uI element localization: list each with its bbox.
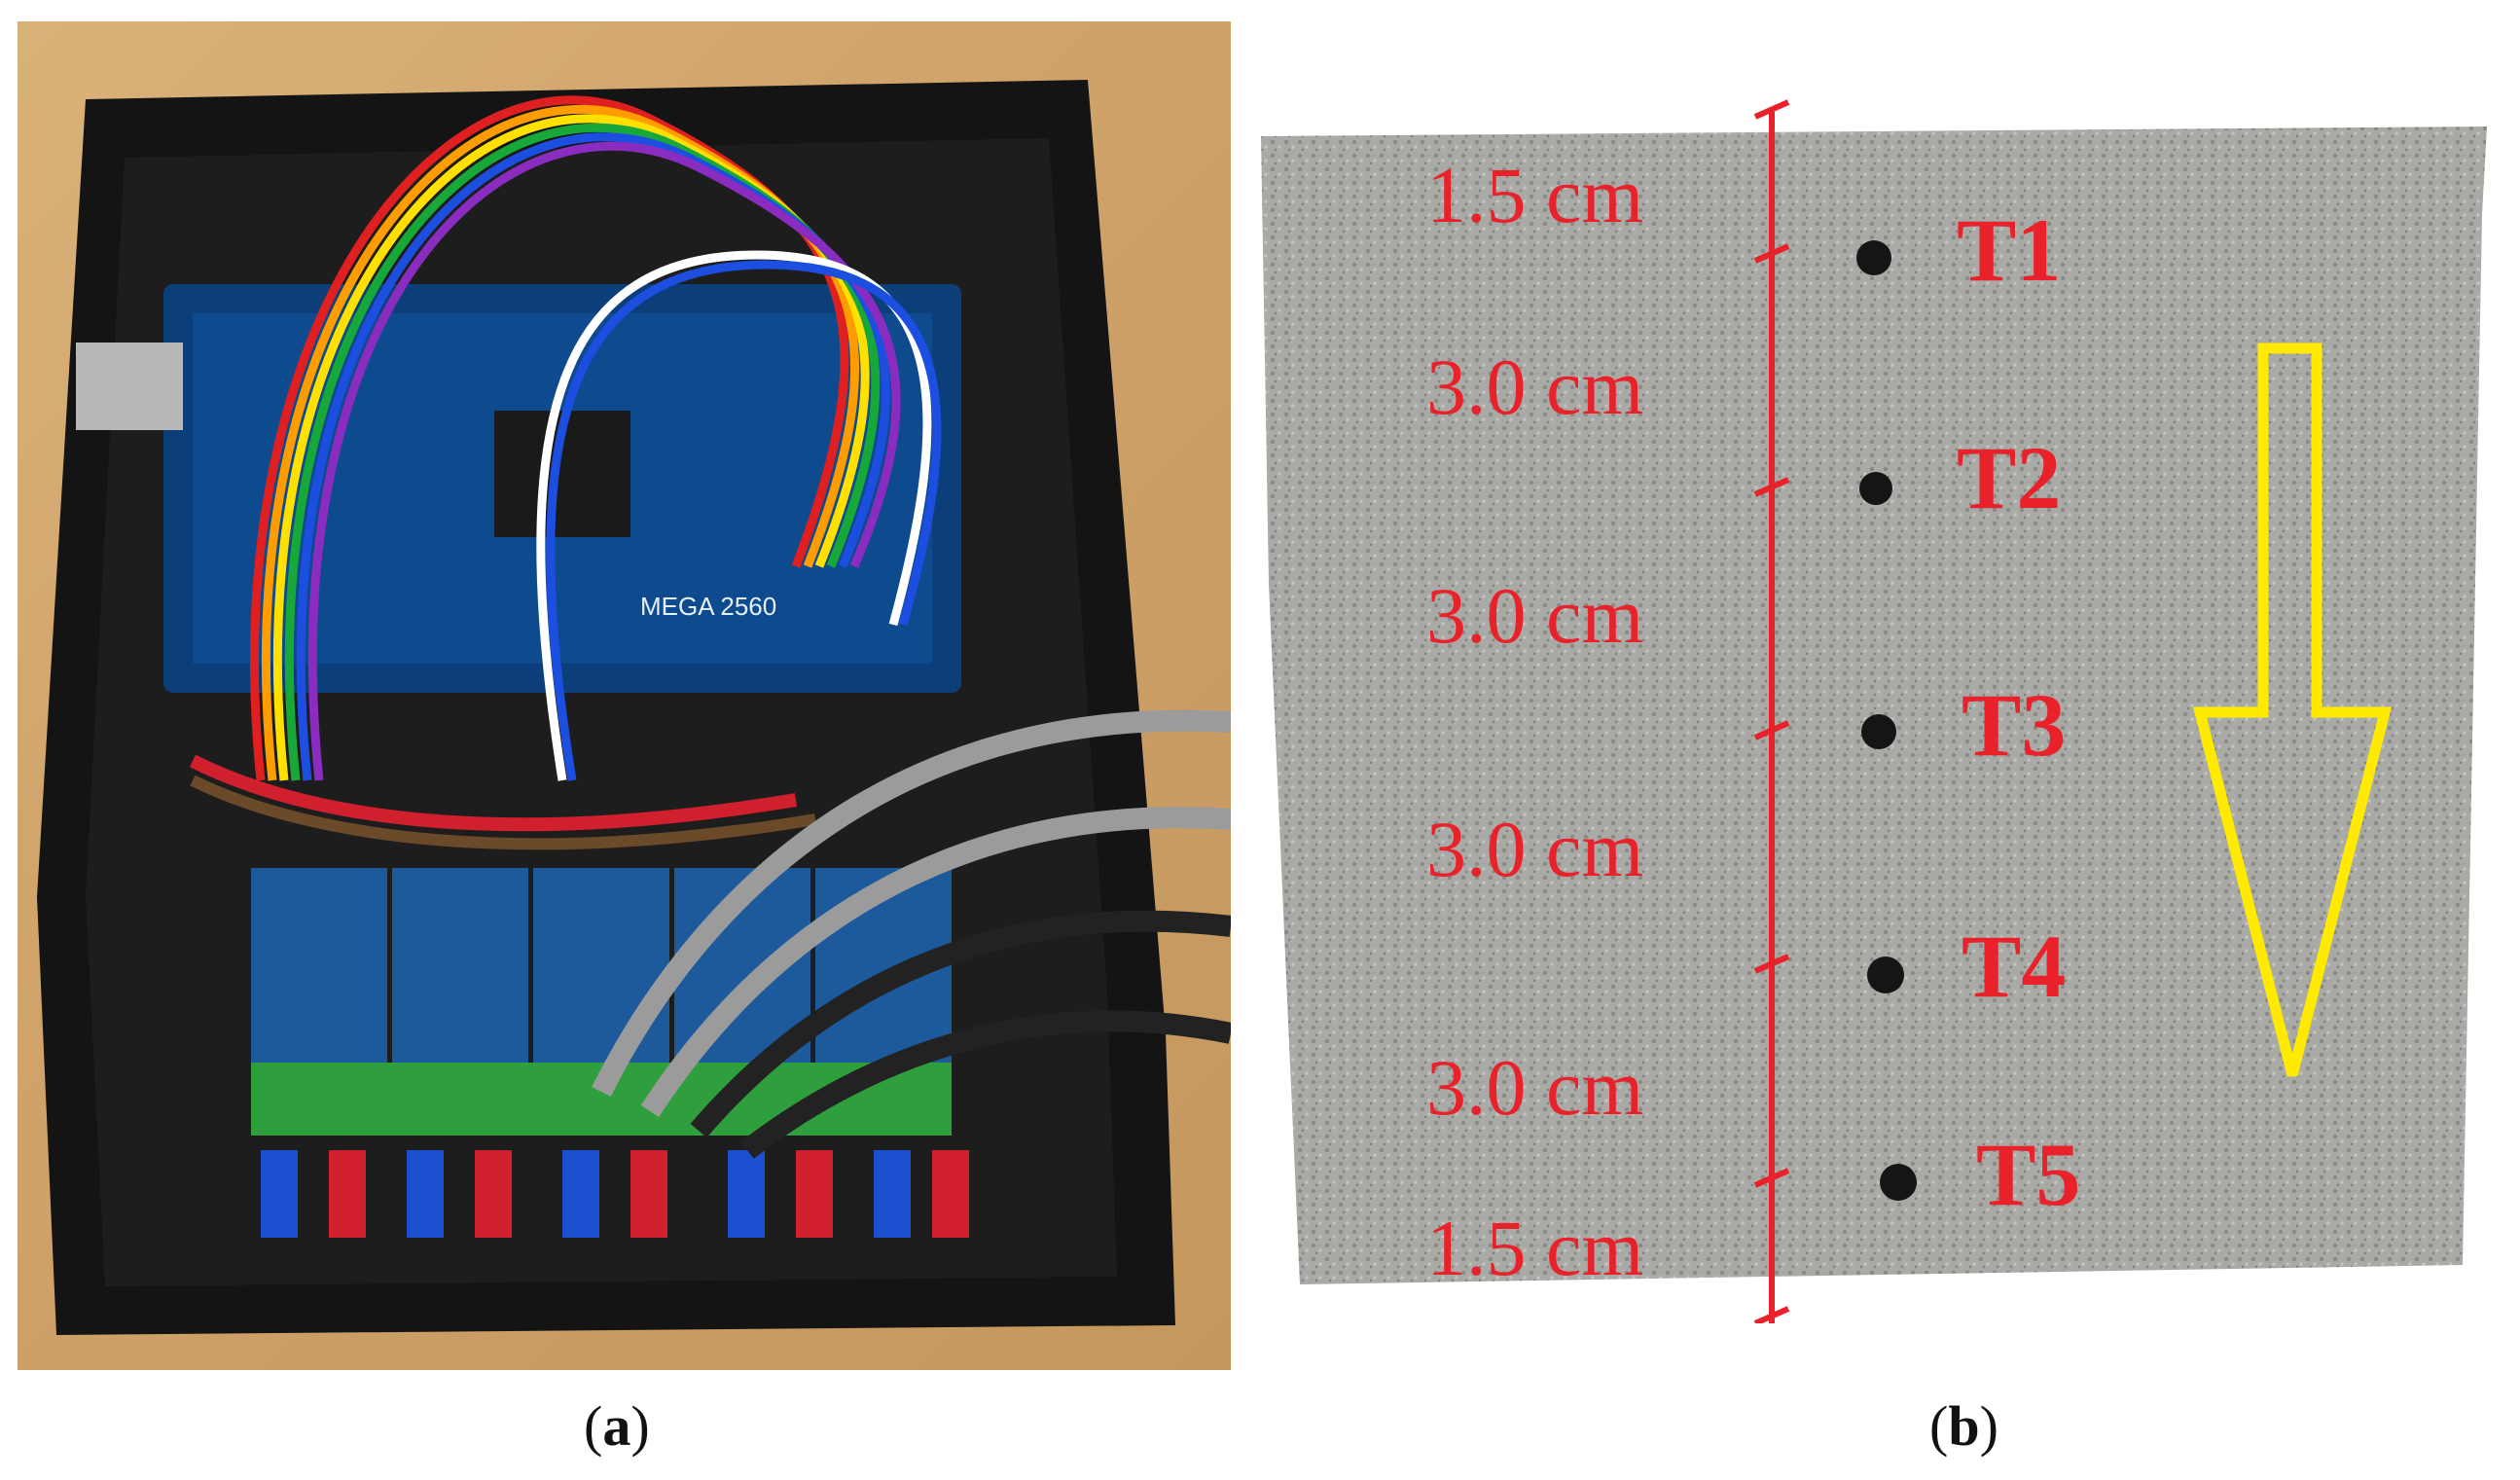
- dimension-label-4: 3.0 cm: [1426, 805, 1643, 893]
- thermocouple-label-1: T1: [1957, 200, 2061, 300]
- concrete-block-photo: 1.5 cm 3.0 cm 3.0 cm 3.0 cm 3.0 cm 1.5 c…: [1261, 99, 2487, 1323]
- usb-connector: [76, 343, 183, 430]
- module-1: [251, 868, 387, 1063]
- thermocouple-modules: [251, 868, 969, 1238]
- thermocouple-cables: [592, 709, 1231, 1159]
- dimension-label-3: 3.0 cm: [1426, 571, 1643, 660]
- caption-b: (b): [1929, 1394, 1998, 1458]
- photo-panel-a: MEGA 2560: [18, 21, 1231, 1370]
- thermocouple-label-4: T4: [1962, 917, 2066, 1016]
- dimension-line: [1753, 99, 1790, 1323]
- dimension-label-5: 3.0 cm: [1426, 1043, 1643, 1132]
- direction-arrow-icon: [2192, 343, 2393, 1077]
- thermocouple-label-5: T5: [1976, 1125, 2080, 1224]
- dimension-label-1: 1.5 cm: [1426, 151, 1643, 239]
- thermocouple-label-2: T2: [1957, 428, 2061, 527]
- jumper-wires: [189, 95, 942, 850]
- board-label: MEGA 2560: [640, 592, 776, 621]
- dimension-label-6: 1.5 cm: [1426, 1204, 1643, 1292]
- thermocouple-label-3: T3: [1962, 675, 2066, 775]
- electronics-box-photo: MEGA 2560: [37, 80, 1231, 1335]
- dimension-label-2: 3.0 cm: [1426, 343, 1643, 431]
- concrete-block: [1261, 126, 2487, 1284]
- thermocouple-holes: [1856, 240, 1917, 1201]
- module-2: [392, 868, 528, 1063]
- caption-a: (a): [584, 1394, 650, 1458]
- module-3: [533, 868, 669, 1063]
- photo-panel-b: 1.5 cm 3.0 cm 3.0 cm 3.0 cm 3.0 cm 1.5 c…: [1242, 97, 2506, 1323]
